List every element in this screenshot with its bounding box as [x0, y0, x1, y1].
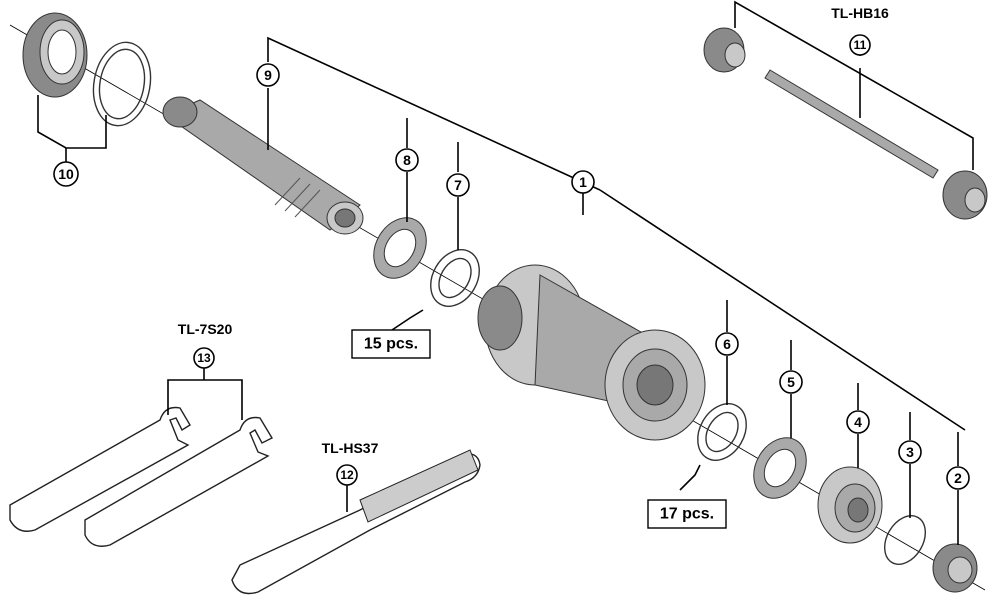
part-10-lock-ring: [22, 12, 152, 127]
tool-label-tl-hs37: TL-HS37: [322, 440, 379, 456]
svg-text:4: 4: [854, 414, 862, 430]
callout-13: 13: [193, 347, 215, 369]
tool-label-tl-7s20: TL-7S20: [178, 321, 233, 337]
svg-text:15 pcs.: 15 pcs.: [364, 336, 418, 353]
svg-text:17 pcs.: 17 pcs.: [660, 506, 714, 523]
callout-8: 8: [395, 148, 419, 172]
callout-9: 9: [256, 63, 280, 87]
callout-10: 10: [53, 161, 79, 187]
callout-1: 1: [571, 170, 595, 194]
part-8-washer: [373, 217, 427, 279]
part-2-lock-nut: [932, 543, 978, 593]
part-13-cone-wrenches: [9, 406, 273, 547]
svg-text:10: 10: [58, 166, 74, 182]
qty-box-15: 15 pcs.: [351, 329, 431, 359]
svg-text:1: 1: [579, 174, 587, 190]
leader-lines: [37, 0, 974, 545]
part-11-axle-skewer: [703, 27, 988, 220]
callout-5: 5: [779, 370, 803, 394]
svg-text:2: 2: [954, 470, 962, 486]
part-6-ball-retainer: [697, 403, 747, 461]
part-3-o-ring: [884, 515, 926, 565]
part-4-cone: [817, 466, 883, 544]
part-7-ball-retainer: [430, 249, 480, 307]
qty-box-17: 17 pcs.: [647, 499, 727, 529]
callout-7: 7: [446, 173, 470, 197]
svg-text:6: 6: [723, 336, 731, 352]
tool-label-tl-hb16: TL-HB16: [831, 5, 889, 21]
svg-text:11: 11: [854, 38, 867, 52]
svg-text:9: 9: [264, 67, 272, 83]
part-1-hub-shell: [477, 264, 706, 441]
callout-4: 4: [846, 410, 870, 434]
part-5-washer: [753, 437, 807, 499]
svg-text:5: 5: [787, 374, 795, 390]
part-9-freehub-body: [162, 96, 364, 235]
svg-text:13: 13: [197, 351, 211, 365]
part-12-spanner: [231, 449, 481, 595]
callout-2: 2: [946, 466, 970, 490]
svg-text:8: 8: [403, 152, 411, 168]
callout-3: 3: [898, 440, 922, 464]
svg-text:3: 3: [906, 444, 914, 460]
callout-11: 11: [849, 34, 871, 56]
svg-text:7: 7: [454, 177, 462, 193]
svg-text:12: 12: [340, 468, 354, 482]
callout-6: 6: [715, 332, 739, 356]
callout-12: 12: [336, 464, 358, 486]
